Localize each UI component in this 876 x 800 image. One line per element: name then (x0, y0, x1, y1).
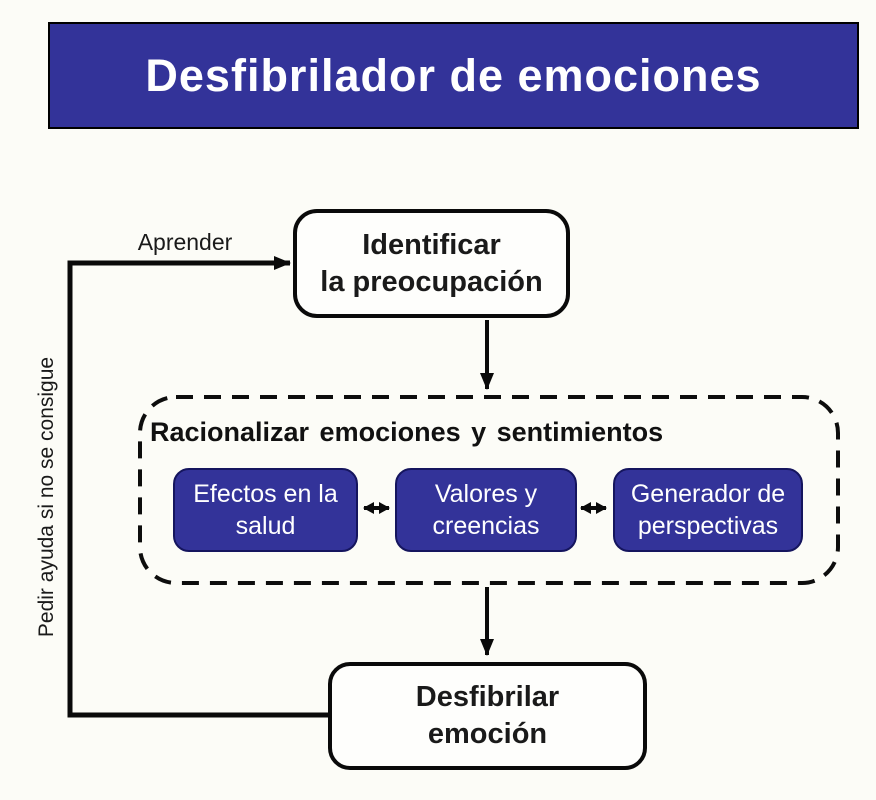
efectos-box: Efectos en la salud (173, 468, 358, 552)
valores-line2: creencias (432, 512, 540, 540)
identify-box: Identificar la preocupación (293, 209, 570, 318)
generador-line1: Generador de (630, 480, 786, 508)
valores-box: Valores y creencias (395, 468, 577, 552)
defibrilar-box: Desfibrilar emoción (328, 662, 647, 770)
efectos-line1: Efectos en la (193, 480, 338, 508)
identify-line1: Identificar (362, 228, 501, 261)
feedback-label: Pedir ayuda si no se consigue (35, 356, 58, 638)
defibrilar-line2: emoción (427, 718, 548, 750)
banner-title: Desfibrilador de emociones (145, 49, 762, 101)
rationalize-title: Racionalizar emociones y sentimientos (150, 417, 664, 447)
rationalize-container: Racionalizar emociones y sentimientos Ef… (138, 395, 840, 585)
rationalize-dashed-border (138, 395, 840, 585)
defibrilar-line1: Desfibrilar (415, 681, 560, 713)
efectos-line2: salud (235, 512, 296, 540)
generador-line2: perspectivas (637, 512, 779, 540)
aprender-label: Aprender (137, 229, 233, 255)
generador-box: Generador de perspectivas (613, 468, 803, 552)
identify-line2: la preocupación (320, 265, 543, 298)
feedback-loop-arrow (67, 256, 330, 718)
valores-line1: Valores y (434, 480, 538, 508)
title-banner: Desfibrilador de emociones (48, 22, 859, 129)
